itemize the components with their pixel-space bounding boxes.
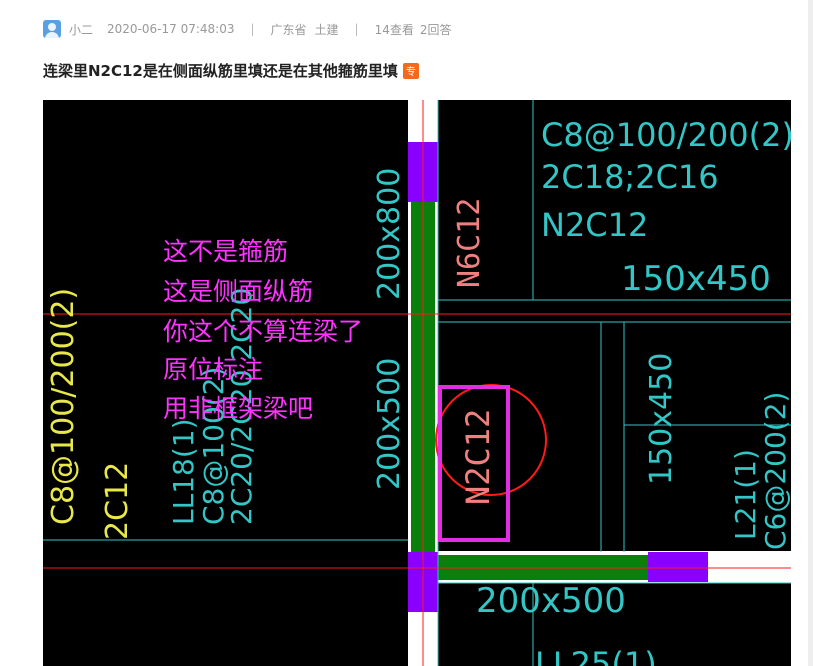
post-meta: 小二 2020-06-17 07:48:03 | 广东省 土建 | 14查看 2… <box>43 20 452 38</box>
right-size-label: 150x450 <box>644 353 679 485</box>
question-image[interactable]: C8@100/200(2) 2C18;2C16 N2C12 150x450 20… <box>43 100 791 666</box>
ll18-name-label: LL18(1) <box>167 419 200 526</box>
top-side-label: N2C12 <box>541 206 648 244</box>
col-lower-size-label: 200x500 <box>372 358 407 490</box>
yellow-labels: C8@100/200(2) 2C12 <box>46 288 135 540</box>
answer-annotation: 这不是箍筋 这是侧面纵筋 你这个不算连梁了 原位标注 用非框架梁吧 <box>163 237 363 423</box>
top-bars-label: 2C18;2C16 <box>541 158 719 196</box>
left-bars-label: 2C12 <box>100 462 135 540</box>
avatar-icon[interactable] <box>43 20 61 38</box>
bottom-beam-purple <box>648 552 708 582</box>
top-stirrup-label: C8@100/200(2) <box>541 116 791 154</box>
view-count: 14查看 <box>374 22 414 37</box>
post-region: 广东省 <box>270 22 307 37</box>
cad-drawing: C8@100/200(2) 2C18;2C16 N2C12 150x450 20… <box>43 100 791 666</box>
scrollbar-track[interactable] <box>808 0 813 666</box>
bottom-name-label: LL25(1) <box>535 645 657 666</box>
cyan-grid <box>43 100 791 666</box>
author-name[interactable]: 小二 <box>69 22 94 37</box>
bottom-size-label: 200x500 <box>476 581 626 621</box>
annotation-line-5: 用非框架梁吧 <box>163 394 313 423</box>
annotation-line-4: 原位标注 <box>163 355 263 384</box>
answer-count: 2回答 <box>419 22 452 37</box>
expert-badge-icon: 专 <box>402 62 419 79</box>
right-name-label: L21(1) <box>729 449 762 540</box>
circled-bars-label: N2C12 <box>459 409 497 505</box>
col-upper-bars-label: N6C12 <box>452 198 487 288</box>
right-stirrup-label: C6@200(2) <box>759 392 791 550</box>
highlight-box <box>438 385 510 542</box>
col-upper-size-label: 200x800 <box>372 168 407 300</box>
annotation-line-1: 这不是箍筋 <box>163 237 288 266</box>
ll18-stirrup-label: C8@100(2) <box>197 367 230 525</box>
annotation-line-3: 你这个不算连梁了 <box>163 317 363 346</box>
meta-separator: | <box>354 22 359 36</box>
question-title: 连梁里N2C12是在侧面纵筋里填还是在其他箍筋里填 专 <box>43 60 419 81</box>
left-stirrup-label: C8@100/200(2) <box>46 288 81 525</box>
meta-separator: | <box>250 22 255 36</box>
question-title-text: 连梁里N2C12是在侧面纵筋里填还是在其他箍筋里填 <box>43 62 398 80</box>
post-category[interactable]: 土建 <box>314 22 339 37</box>
axis-lines <box>43 100 791 666</box>
post-datetime: 2020-06-17 07:48:03 <box>107 22 235 36</box>
annotation-line-2: 这是侧面纵筋 <box>163 277 313 306</box>
cyan-labels: C8@100/200(2) 2C18;2C16 N2C12 150x450 20… <box>167 116 791 666</box>
top-size-label: 150x450 <box>621 259 771 299</box>
ll18-bars-label: 2C20/2C20 2C20 <box>225 288 258 525</box>
